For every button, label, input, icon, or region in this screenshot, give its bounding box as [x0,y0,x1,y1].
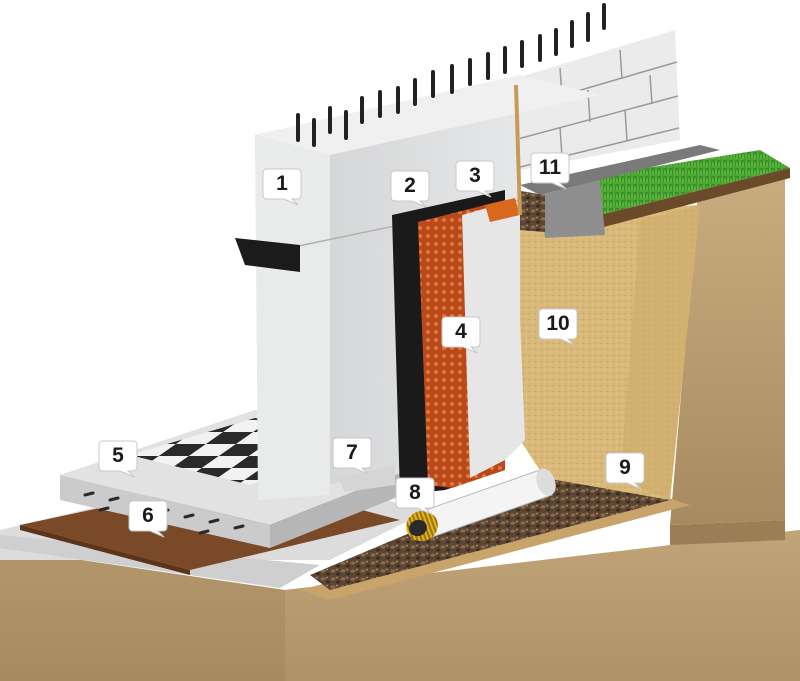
callout-number: 7 [346,441,358,464]
callout-bubble [395,477,435,515]
callout-2: 2 [390,170,430,208]
callout-number: 10 [546,312,570,335]
callout-bubble [390,170,430,208]
callout-number: 9 [619,456,631,479]
callout-1: 1 [262,168,302,206]
callout-4: 4 [441,316,481,354]
callout-bubble [530,152,570,190]
brick-wall [510,30,680,170]
callout-7: 7 [332,437,372,475]
callout-bubble [538,308,578,346]
callout-number: 8 [409,481,421,504]
callout-11: 11 [530,152,570,190]
callout-bubble [98,440,138,478]
callout-10: 10 [538,308,578,346]
callout-5: 5 [98,440,138,478]
foundation-wall-top [255,75,600,155]
waterstop-strip [235,238,300,272]
fillet-wedge [338,465,395,492]
grass-turf [570,150,790,215]
callout-number: 2 [404,174,416,197]
blind-area-gravel [520,145,720,195]
callout-number: 4 [455,320,467,343]
callout-bubble [332,437,372,475]
drain-pipe [406,468,556,542]
callout-bubble [455,160,495,198]
top-edge-profile [485,198,520,222]
gravel-drain-bed [310,470,670,590]
curb [540,180,605,238]
callout-number: 11 [538,156,562,179]
geotextile-layer [462,200,525,478]
rebar [296,3,606,147]
callout-bubble [441,316,481,354]
callout-bubble [128,500,168,538]
callout-3: 3 [455,160,495,198]
callout-number: 3 [469,164,481,187]
callout-8: 8 [395,477,435,515]
callout-number: 5 [112,444,124,467]
callout-bubble [262,168,302,206]
sand-bedding [300,495,690,600]
callout-number: 6 [142,504,154,527]
callout-bubble [605,452,645,490]
callout-6: 6 [128,500,168,538]
native-soil [670,165,785,525]
callout-number: 1 [276,172,288,195]
callout-9: 9 [605,452,645,490]
